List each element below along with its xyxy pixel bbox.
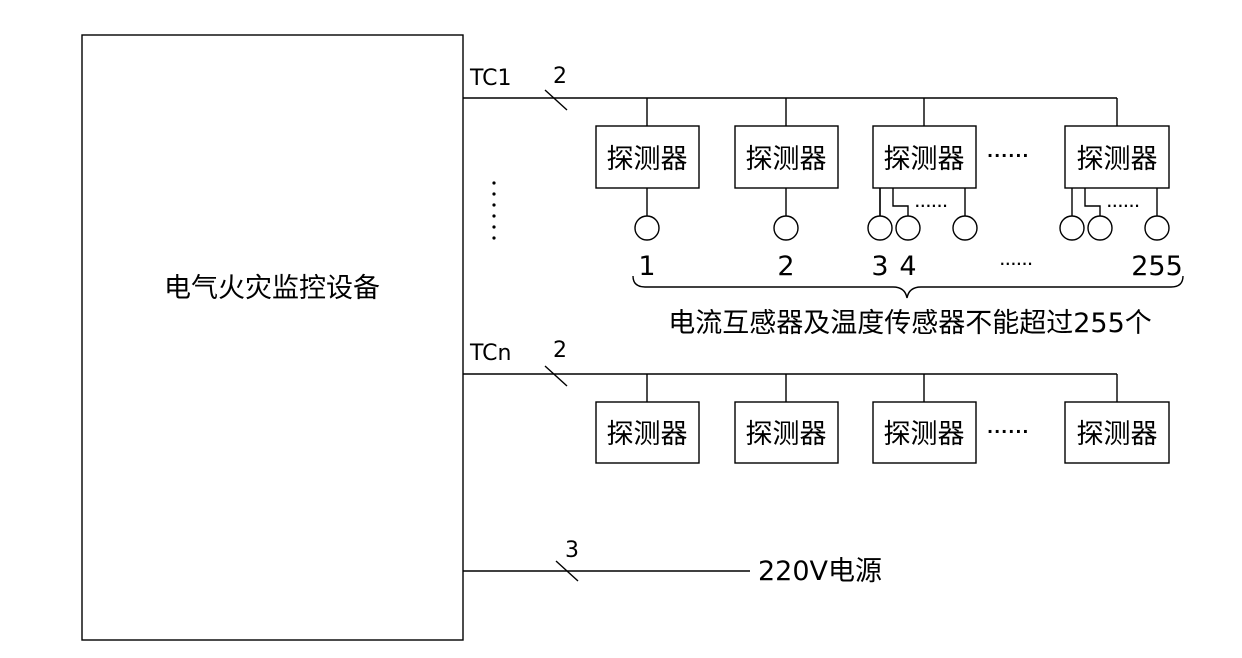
- sensor-brace: [632, 275, 1184, 299]
- sensor-number-255: 255: [1131, 251, 1183, 282]
- sensor-number-3: 3: [871, 251, 888, 282]
- tc1-detector-3: [872, 125, 977, 189]
- sensor-ellipsis: ······: [1107, 199, 1140, 213]
- sensor-number-1: 1: [638, 251, 655, 282]
- tc1-detector-2-label: 探测器: [746, 144, 827, 175]
- bus-ellipsis: [492, 181, 496, 240]
- tcn-detector-ellipsis: ······: [987, 422, 1029, 441]
- tc1-detector-1-label: 探测器: [607, 144, 688, 175]
- tc1-detector-4: [1064, 125, 1170, 189]
- sensor-circle: [895, 215, 921, 241]
- tc1-detector-1: [595, 125, 700, 189]
- tcn-detector-3: [872, 401, 977, 464]
- tcn-detector-1: [595, 401, 700, 464]
- sensor-circle: [773, 215, 799, 241]
- sensor-circle: [1087, 215, 1113, 241]
- sensor-number-2: 2: [777, 251, 794, 282]
- sensor-circle: [952, 215, 978, 241]
- bus-tcn: TCn 2 探测器 探测器 探测器 ······ 探测器: [463, 338, 1170, 464]
- bus-tcn-wire-count: 2: [553, 338, 567, 363]
- bus-tcn-label: TCn: [469, 341, 511, 366]
- power-wire-count: 3: [565, 538, 579, 563]
- tc1-detector-3-label: 探测器: [884, 144, 965, 175]
- bus-tc1: TC1 2 探测器 探测器 探测器 ······ 探测器 ······: [463, 64, 1184, 339]
- tcn-detector-2-label: 探测器: [746, 419, 827, 450]
- device-label: 电气火灾监控设备: [164, 273, 380, 304]
- power-slash: [555, 560, 579, 582]
- device-box: [81, 34, 464, 641]
- sensor-circle: [634, 215, 660, 241]
- tcn-detector-3-label: 探测器: [884, 419, 965, 450]
- sensor-circle: [867, 215, 893, 241]
- sensor-circle: [1144, 215, 1170, 241]
- sensor-circle: [1059, 215, 1085, 241]
- tcn-detector-1-label: 探测器: [607, 419, 688, 450]
- power-label: 220V电源: [758, 556, 882, 587]
- sensor-number-4: 4: [899, 251, 916, 282]
- bus-tc1-label: TC1: [469, 66, 512, 91]
- tcn-detector-4-label: 探测器: [1077, 419, 1158, 450]
- tcn-detector-2: [734, 401, 839, 464]
- bus-tc1-slash: [544, 89, 568, 111]
- sensor-ellipsis: ······: [915, 199, 948, 213]
- bus-tc1-wire-count: 2: [553, 64, 567, 89]
- sensor-number-ellipsis: ······: [1000, 257, 1033, 271]
- bus-tcn-slash: [544, 365, 568, 387]
- tc1-detector-4-label: 探测器: [1077, 144, 1158, 175]
- tc1-detector-ellipsis: ······: [987, 146, 1029, 165]
- power-line-group: 3 220V电源: [463, 538, 882, 587]
- sensor-note: 电流互感器及温度传感器不能超过255个: [668, 308, 1152, 339]
- tcn-detector-4: [1064, 401, 1170, 464]
